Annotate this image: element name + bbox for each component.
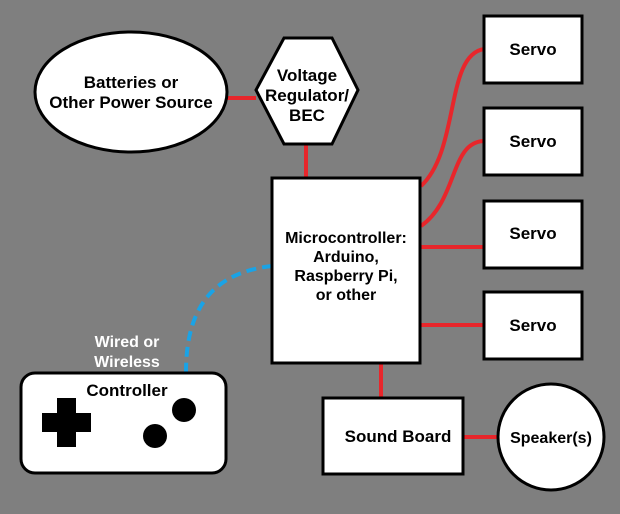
sound-board-label: Sound Board (345, 427, 452, 446)
wire-micro-servo2 (419, 139, 485, 228)
node-power-source: Batteries or Other Power Source (33, 30, 229, 154)
node-servo-1: Servo (482, 14, 584, 85)
node-servo-4: Servo (482, 290, 584, 361)
regulator-label-line3: BEC (289, 106, 325, 125)
connection-note-line1: Wired or (95, 334, 160, 351)
action-button-a-icon (172, 398, 196, 422)
micro-label-line4: or other (316, 287, 376, 304)
node-servo-2: Servo (482, 106, 584, 177)
servo-3-label: Servo (509, 224, 556, 243)
speaker-label: Speaker(s) (510, 430, 592, 447)
servo-2-label: Servo (509, 132, 556, 151)
wire-micro-servo1 (419, 47, 485, 188)
regulator-label-line1: Voltage (277, 66, 337, 85)
node-sound-board: Sound Board (321, 396, 465, 476)
servo-1-label: Servo (509, 40, 556, 59)
node-controller: Controller (19, 371, 228, 475)
wires (226, 47, 498, 439)
micro-label-line2: Arduino, (313, 249, 379, 266)
connection-note-line2: Wireless (94, 354, 160, 371)
node-voltage-regulator: Voltage Regulator/ BEC (254, 36, 360, 146)
node-servo-3: Servo (482, 199, 584, 270)
node-microcontroller: Microcontroller: Arduino, Raspberry Pi, … (270, 176, 422, 365)
node-speaker: Speaker(s) (496, 382, 606, 492)
servo-4-label: Servo (509, 316, 556, 335)
dpad-icon (42, 398, 91, 447)
wireless-link (184, 264, 273, 373)
controller-label: Controller (86, 381, 168, 400)
action-button-b-icon (143, 424, 167, 448)
power-source-label-line1: Batteries or (84, 73, 179, 92)
micro-label-line1: Microcontroller: (285, 230, 407, 247)
power-source-label-line2: Other Power Source (49, 93, 212, 112)
regulator-label-line2: Regulator/ (265, 86, 349, 105)
micro-label-line3: Raspberry Pi, (294, 268, 397, 285)
